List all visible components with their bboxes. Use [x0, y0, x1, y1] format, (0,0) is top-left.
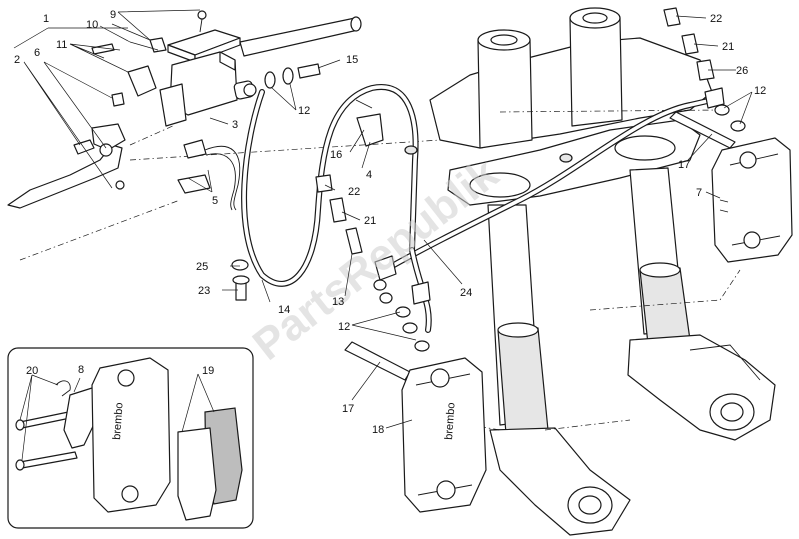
callout-22-center: 22: [348, 186, 360, 198]
handlebar-tube: [239, 17, 359, 57]
callout-12-top: 12: [298, 105, 310, 117]
callout-10: 10: [86, 19, 98, 31]
right-brake-caliper: [711, 137, 793, 263]
callout-1: 1: [43, 13, 49, 25]
leader-lines: [13, 9, 753, 461]
brake-pad-front: [177, 427, 217, 521]
callout-12-center: 12: [338, 321, 350, 333]
callout-2: 2: [14, 54, 20, 66]
callout-22-right: 22: [710, 13, 722, 25]
left-fork-slider: [497, 327, 549, 435]
brake-light-switch: [183, 139, 207, 159]
right-fork-slider: [639, 267, 691, 345]
callout-14: 14: [278, 304, 290, 316]
callout-15: 15: [346, 54, 358, 66]
left-fork-tube-top: [477, 39, 533, 149]
caliper-bolt-right: [669, 111, 736, 149]
callout-19: 19: [202, 365, 214, 377]
callout-6: 6: [34, 47, 40, 59]
front-fork-assembly: [429, 7, 776, 536]
callout-7: 7: [696, 187, 702, 199]
callout-13: 13: [332, 296, 344, 308]
callout-numbers: 1 2 3 4 5 6 7 8 9 10 11 12 12 12 13 14 1…: [14, 9, 766, 436]
inset-caliper-body: [91, 357, 171, 513]
callout-23: 23: [198, 285, 210, 297]
callout-11: 11: [56, 39, 67, 51]
left-brake-caliper: brembo: [401, 357, 487, 513]
hose-clip: [356, 113, 384, 147]
inset-caliper-brand-label: brembo: [111, 402, 126, 440]
callout-25: 25: [196, 261, 208, 273]
right-fork-tube-top: [569, 17, 623, 127]
callout-21-center: 21: [364, 215, 376, 227]
handlebar-clamp: [159, 83, 187, 127]
right-fork-foot: [627, 334, 776, 441]
callout-9: 9: [110, 9, 116, 21]
watermark-text: PartsRepublik: [244, 149, 508, 370]
callout-3: 3: [232, 119, 238, 131]
callout-12-right: 12: [754, 85, 766, 97]
brake-hoses: [241, 83, 725, 333]
callout-17-left: 17: [342, 403, 354, 415]
left-fork-foot: [489, 427, 631, 536]
callout-5: 5: [212, 195, 218, 207]
caliper-bolt-left: [344, 341, 411, 381]
callout-16: 16: [330, 149, 342, 161]
callout-26: 26: [736, 65, 748, 77]
callout-4: 4: [366, 169, 372, 181]
callout-8: 8: [78, 364, 84, 376]
callout-18: 18: [372, 424, 384, 436]
inset-caliper-detail: brembo: [7, 347, 254, 529]
callout-20: 20: [26, 365, 38, 377]
callout-24: 24: [460, 287, 472, 299]
brake-master-cylinder-group: [7, 10, 362, 211]
caliper-brand-label: brembo: [443, 402, 458, 440]
callout-17-right: 17: [678, 159, 690, 171]
brake-lever: [7, 144, 123, 209]
callout-21-right: 21: [722, 41, 734, 53]
